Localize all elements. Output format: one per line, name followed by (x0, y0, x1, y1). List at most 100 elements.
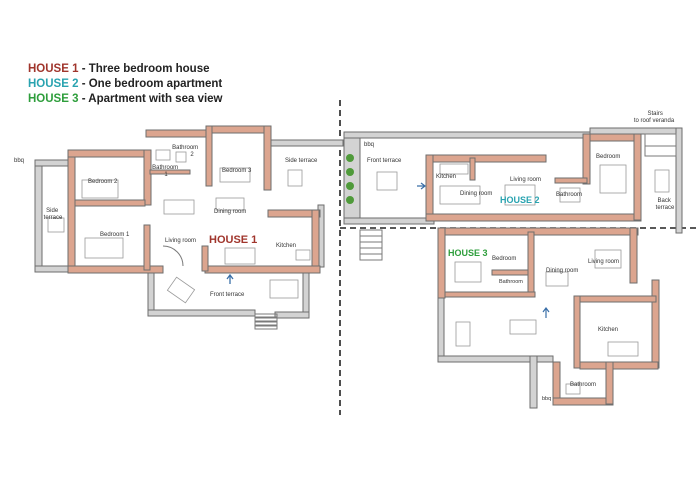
house2-stairs-label-1: Stairs (647, 111, 662, 117)
house3-dining-room-label: Dining room (546, 268, 578, 274)
house1-front-terrace-bottom-a (147, 309, 256, 317)
legend-house1: HOUSE 1 - Three bedroom house (28, 62, 223, 77)
house3-plan: HOUSE 3 Bedroom Bathroom Dining room Liv… (437, 227, 660, 409)
house1-side-terrace-right-label: Side terrace (285, 158, 318, 164)
house1-wall-kitchen-top (267, 209, 321, 218)
house3-wall-kitchen-top (579, 295, 657, 303)
house1-left-terrace-top (34, 159, 71, 167)
house3-bbq-label: bbq (542, 396, 551, 402)
house3-bbq-wall (529, 355, 538, 409)
house2-front-terrace-left-wall (343, 137, 361, 221)
house3-furniture (454, 249, 639, 395)
house1-bedroom3-label: Bedroom 3 (222, 168, 252, 174)
house1-wall-bed3-right (263, 125, 272, 191)
house1-bedroom2-label: Bedroom 2 (88, 179, 118, 185)
house2-back-terrace-label-2: terrace (656, 205, 675, 211)
house3-bathroom-small-label: Bathroom (499, 279, 523, 285)
legend-house2-desc: - One bedroom apartment (78, 78, 223, 90)
house2-wall-bottom (425, 213, 642, 222)
house3-title-label: HOUSE 3 (448, 248, 488, 258)
house2-plan: bbq Stairs to roof veranda Front terrace… (343, 111, 683, 261)
house1-title-label: HOUSE 1 (209, 234, 257, 246)
house2-plants (346, 154, 354, 204)
house2-bedroom-label: Bedroom (596, 154, 620, 160)
house1-entrance-arrow (226, 273, 234, 284)
house2-bbq-label: bbq (364, 142, 374, 148)
house1-wall-bath-top (145, 129, 209, 138)
house2-dining-room-label: Dining room (460, 191, 492, 197)
house1-bathroom1-label-2: 1 (164, 172, 168, 178)
house3-bathroom-label: Bathroom (570, 382, 596, 388)
house1-front-terrace-left (147, 267, 155, 317)
house2-wall-kitchen-div (469, 157, 476, 181)
house1-side-terrace-left-label-2: terrace (44, 215, 63, 221)
house2-stairs (644, 133, 677, 157)
house3-wall-bath-bottom (552, 397, 614, 406)
house1-left-terrace-wall (34, 159, 43, 273)
house1-bathroom2-label-2: 2 (190, 152, 194, 158)
house2-furniture (376, 163, 670, 206)
house1-wall-bottom-right (204, 265, 321, 274)
house2-top-wall-right (589, 127, 681, 135)
house2-top-wall (343, 131, 595, 139)
house2-entrance-arrow (417, 182, 426, 190)
house2-wall-bath (554, 177, 588, 184)
house2-stairs-label: Stairs to roof veranda (634, 111, 675, 124)
house1-wall-inner-4 (143, 224, 151, 271)
house2-front-terrace-label: Front terrace (367, 158, 402, 164)
house1-wall-kitchen-right (311, 209, 320, 269)
house2-wall-bedroom-left (582, 133, 591, 185)
house3-wall-bath-right (605, 361, 614, 405)
house1-wall-inner-1 (143, 149, 152, 206)
house3-wall-right (651, 279, 660, 369)
legend-house3-desc: - Apartment with sea view (78, 93, 223, 105)
house2-kitchen-label: Kitchen (436, 174, 456, 180)
house1-front-terrace-right (302, 267, 310, 319)
house3-bottom-wall (437, 355, 554, 363)
house1-bbq-label: bbq (14, 158, 24, 164)
house1-front-steps (254, 313, 278, 330)
legend-house1-name: HOUSE 1 (28, 63, 79, 75)
house1-wall-inner-3 (205, 125, 213, 187)
legend-house3: HOUSE 3 - Apartment with sea view (28, 92, 223, 107)
house1-right-terrace-top (267, 139, 344, 147)
house1-wall-left (67, 149, 76, 273)
house1-living-room-label: Living room (165, 238, 196, 244)
house2-title-label: HOUSE 2 (500, 195, 540, 205)
house2-wall-bedroom-right (633, 133, 642, 221)
house1-door-arc (162, 245, 184, 267)
house1-wall-top-left (67, 149, 149, 158)
house1-wall-bed3-top (205, 125, 271, 134)
house2-back-terrace-label-1: Back (657, 198, 671, 204)
house1-plan: bbq Side terrace Bedroom 2 Bathroom 2 Ba… (14, 125, 344, 330)
house1-bathroom1-label: Bathroom 1 (152, 165, 180, 178)
house3-living-room-label: Living room (588, 259, 619, 265)
house1-side-terrace-left-label: Side terrace (44, 208, 63, 221)
house1-wall-inner-2 (74, 199, 146, 207)
house1-bathroom2-label-1: Bathroom (172, 145, 198, 151)
legend: HOUSE 1 - Three bedroom house HOUSE 2 - … (28, 62, 223, 107)
house3-bedroom-label: Bedroom (492, 256, 516, 262)
house1-left-terrace-bottom (34, 265, 71, 273)
house2-wall-top-kitchen (425, 154, 547, 163)
house3-wall-kitchen-left (573, 295, 581, 369)
house1-wall-inner-6 (149, 169, 191, 175)
house2-wall-left (425, 154, 434, 221)
legend-house2: HOUSE 2 - One bedroom apartment (28, 77, 223, 92)
house3-kitchen-label: Kitchen (598, 327, 618, 333)
house2-stairs-label-2: to roof veranda (634, 118, 675, 124)
house2-bathroom-label: Bathroom (556, 192, 582, 198)
house1-side-terrace-left-label-1: Side (46, 208, 59, 214)
house2-front-terrace-bottom (343, 217, 435, 225)
house2-back-terrace-label: Back terrace (656, 198, 675, 211)
house3-wall-mid (444, 291, 536, 298)
house3-entrance-arrow (542, 307, 550, 318)
house3-left-wall (437, 291, 445, 361)
house1-bathroom1-label-1: Bathroom (152, 165, 178, 171)
house2-back-terrace-right (675, 127, 683, 234)
legend-house1-desc: - Three bedroom house (78, 63, 210, 75)
legend-house3-name: HOUSE 3 (28, 93, 79, 105)
house1-bedroom1-label: Bedroom 1 (100, 232, 130, 238)
house1-front-terrace-label: Front terrace (210, 292, 245, 298)
